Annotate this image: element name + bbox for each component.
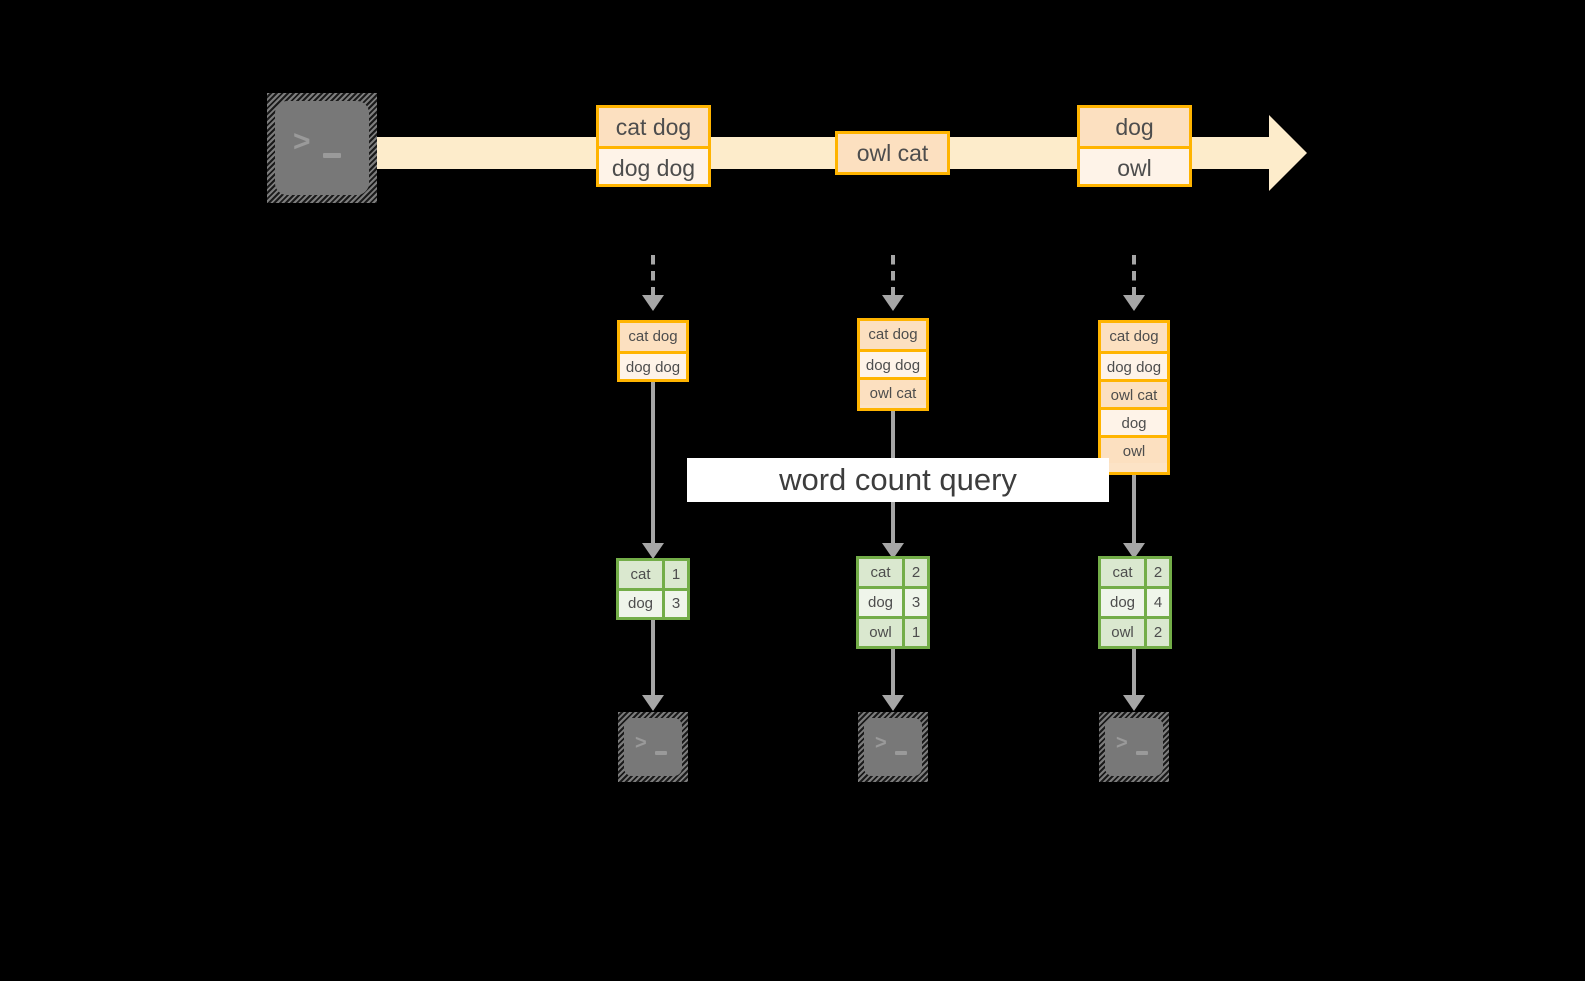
stream-record-line: owl cat	[838, 134, 947, 172]
terminal-prompt-caret: >	[875, 732, 887, 754]
sink-flow-arrowhead	[642, 695, 664, 711]
terminal-prompt-caret: >	[635, 732, 647, 754]
snapshot-line: owl	[1101, 435, 1167, 463]
result-table[interactable]: cat 2 dog 4 owl 2	[1098, 556, 1172, 649]
table-row: owl 1	[859, 616, 927, 646]
stream-record[interactable]: dog owl	[1077, 105, 1192, 187]
table-cell-word: dog	[859, 589, 905, 616]
table-row: dog 4	[1101, 586, 1169, 616]
table-cell-count: 4	[1147, 589, 1169, 616]
snapshot-buffer[interactable]: cat dog dog dog owl cat dog owl	[1098, 320, 1170, 475]
table-cell-word: dog	[1101, 589, 1147, 616]
snapshot-line: cat dog	[620, 323, 686, 351]
table-cell-word: cat	[859, 559, 905, 586]
terminal-screen: >	[275, 101, 369, 195]
table-cell-word: cat	[619, 561, 665, 588]
terminal-screen: >	[624, 718, 682, 776]
table-cell-count: 1	[665, 561, 687, 588]
snapshot-feed-line	[1132, 255, 1136, 297]
table-cell-word: owl	[859, 619, 905, 646]
table-row: dog 3	[859, 586, 927, 616]
terminal-prompt-underscore	[895, 751, 907, 755]
query-flow-arrowhead	[642, 543, 664, 559]
stream-record[interactable]: owl cat	[835, 131, 950, 175]
result-table[interactable]: cat 1 dog 3	[616, 558, 690, 620]
table-cell-count: 2	[1147, 559, 1169, 586]
snapshot-line: cat dog	[1101, 323, 1167, 351]
stream-record-line: cat dog	[599, 108, 708, 146]
snapshot-feed-line	[891, 255, 895, 297]
table-cell-count: 2	[1147, 619, 1169, 646]
stream-arrow-head	[1269, 115, 1307, 191]
table-cell-count: 1	[905, 619, 927, 646]
query-flow-line	[1132, 475, 1136, 546]
snapshot-line: dog dog	[620, 351, 686, 379]
snapshot-feed-arrowhead	[1123, 295, 1145, 311]
terminal-screen: >	[1105, 718, 1163, 776]
table-cell-word: dog	[619, 590, 665, 617]
terminal-prompt-underscore	[655, 751, 667, 755]
query-flow-arrowhead	[1123, 543, 1145, 559]
stream-record-line: dog	[1080, 108, 1189, 146]
sink-flow-arrowhead	[1123, 695, 1145, 711]
snapshot-line: owl cat	[860, 377, 926, 405]
table-row: dog 3	[619, 587, 687, 617]
snapshot-line: dog	[1101, 407, 1167, 435]
snapshot-line: cat dog	[860, 321, 926, 349]
table-row: owl 2	[1101, 616, 1169, 646]
stream-record-line: owl	[1080, 146, 1189, 184]
query-label: word count query	[687, 458, 1109, 502]
sink-terminal-icon[interactable]: >	[618, 712, 688, 782]
table-cell-count: 2	[905, 559, 927, 586]
sink-terminal-icon[interactable]: >	[1099, 712, 1169, 782]
sink-terminal-icon[interactable]: >	[858, 712, 928, 782]
terminal-prompt-underscore	[323, 153, 341, 158]
table-row: cat 1	[619, 561, 687, 588]
table-row: cat 2	[1101, 559, 1169, 586]
snapshot-feed-arrowhead	[882, 295, 904, 311]
table-cell-count: 3	[665, 590, 687, 617]
sink-flow-line	[1132, 649, 1136, 698]
table-row: cat 2	[859, 559, 927, 586]
table-cell-word: owl	[1101, 619, 1147, 646]
terminal-prompt-caret: >	[293, 125, 311, 158]
table-cell-word: cat	[1101, 559, 1147, 586]
terminal-screen: >	[864, 718, 922, 776]
query-flow-arrowhead	[882, 543, 904, 559]
table-cell-count: 3	[905, 589, 927, 616]
terminal-prompt-caret: >	[1116, 732, 1128, 754]
stream-record-line: dog dog	[599, 146, 708, 184]
source-terminal-icon[interactable]: >	[267, 93, 377, 203]
snapshot-buffer[interactable]: cat dog dog dog	[617, 320, 689, 382]
snapshot-line: owl cat	[1101, 379, 1167, 407]
terminal-prompt-underscore	[1136, 751, 1148, 755]
snapshot-line: dog dog	[1101, 351, 1167, 379]
sink-flow-arrowhead	[882, 695, 904, 711]
snapshot-feed-arrowhead	[642, 295, 664, 311]
sink-flow-line	[651, 620, 655, 698]
query-flow-line	[651, 382, 655, 546]
snapshot-line: dog dog	[860, 349, 926, 377]
snapshot-feed-line	[651, 255, 655, 297]
snapshot-buffer[interactable]: cat dog dog dog owl cat	[857, 318, 929, 411]
sink-flow-line	[891, 649, 895, 698]
result-table[interactable]: cat 2 dog 3 owl 1	[856, 556, 930, 649]
stream-record[interactable]: cat dog dog dog	[596, 105, 711, 187]
